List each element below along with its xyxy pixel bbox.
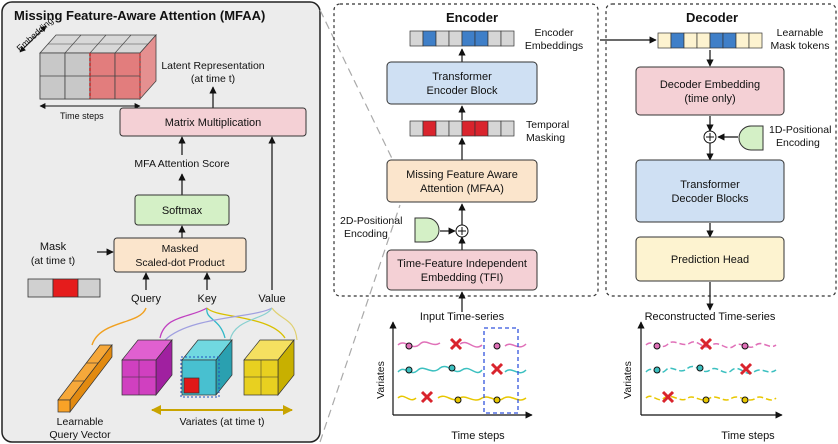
temporal-masking-label-1: Temporal	[526, 119, 569, 131]
learnable-query-vector	[57, 343, 113, 414]
reconstructed-time-steps-label: Time steps	[721, 430, 775, 442]
pos2d-label-2: Encoding	[344, 228, 388, 240]
reconstructed-series-pink	[645, 341, 777, 349]
latent-label-2: (at time t)	[191, 73, 235, 85]
input-variates-label: Variates	[375, 361, 387, 399]
matmul-box	[119, 107, 307, 137]
transformer-decoder-label-1: Transformer	[680, 179, 740, 191]
reconstructed-ts-label: Reconstructed Time-series	[645, 311, 776, 323]
pos2d-label-1: 2D-Positional	[340, 215, 402, 227]
transformer-encoder-box	[386, 61, 538, 105]
mfaa-box-label-1: Missing Feature Aware	[406, 169, 518, 181]
masked-label-2: Scaled-dot Product	[135, 257, 224, 269]
decoder-embedding-box	[635, 66, 785, 116]
decoder-embedding-label-2: (time only)	[684, 93, 735, 105]
tfi-label-2: Embedding (TFI)	[421, 272, 504, 284]
encoder-title: Encoder	[446, 10, 498, 25]
tfi-box	[386, 249, 538, 291]
temporal-mask-window	[483, 327, 519, 414]
mfaa-title: Missing Feature-Aware Attention (MFAA)	[14, 8, 265, 23]
reconstructed-series-yellow	[645, 395, 777, 401]
encoder-embeddings-tokens	[409, 30, 515, 47]
time-steps-label: Time steps	[60, 111, 104, 121]
input-missing-markers	[420, 337, 504, 404]
mfaa-box-label-2: Attention (MFAA)	[420, 183, 504, 195]
mask-tokens-label-2: Mask tokens	[771, 40, 830, 52]
prediction-head-box	[635, 236, 785, 282]
tfi-label-1: Time-Feature Independent	[397, 258, 527, 270]
transformer-encoder-label-1: Transformer	[432, 71, 492, 83]
mfaa-panel: Missing Feature-Aware Attention (MFAA) E…	[1, 1, 321, 443]
input-timeseries-plot: Input Time-series Variates Time steps	[375, 311, 533, 442]
value-label: Value	[258, 293, 285, 305]
positional-encoding-2d-icon	[414, 217, 440, 243]
mask-tokens-label-1: Learnable	[777, 27, 824, 39]
mask-label-2: (at time t)	[31, 255, 75, 267]
latent-label-1: Latent Representation	[161, 60, 264, 72]
key-tensor-magenta	[121, 339, 173, 396]
positional-encoding-1d-icon	[738, 125, 764, 151]
mask-vector	[27, 278, 101, 298]
decoder-title: Decoder	[686, 10, 738, 25]
query-label: Query	[131, 293, 161, 305]
transformer-decoder-box	[635, 159, 785, 223]
key-label: Key	[198, 293, 217, 305]
embedding-cube	[39, 33, 157, 101]
encoder-embeddings-label-2: Embeddings	[525, 40, 583, 52]
pos1d-label-1: 1D-Positional	[769, 124, 831, 136]
temporal-masking-label-2: Masking	[526, 132, 565, 144]
masked-label-1: Masked	[162, 243, 199, 255]
softmax-label: Softmax	[162, 205, 203, 217]
mask-tokens	[657, 32, 763, 49]
input-series-teal	[397, 365, 527, 374]
key-tensor-teal	[180, 339, 233, 398]
softmax-box	[134, 194, 230, 226]
learnable-label-1: Learnable	[57, 416, 104, 428]
input-series-yellow	[397, 395, 527, 401]
temporal-masking-tokens	[409, 120, 515, 137]
reconstructed-series-teal	[645, 365, 777, 375]
input-ts-label: Input Time-series	[420, 311, 505, 323]
learnable-label-2: Query Vector	[49, 429, 111, 441]
reconstructed-missing-markers	[661, 337, 753, 404]
key-tensor-yellow	[243, 339, 295, 396]
decoder-panel: Decoder Learnable Mask tokens Decoder Em…	[605, 3, 837, 311]
mfaa-box	[386, 159, 538, 203]
matmul-label: Matrix Multiplication	[165, 117, 262, 129]
mask-label-1: Mask	[40, 241, 67, 253]
reconstructed-variates-label: Variates	[622, 361, 634, 399]
input-time-steps-label: Time steps	[451, 430, 505, 442]
prediction-head-label: Prediction Head	[671, 254, 749, 266]
score-label: MFA Attention Score	[134, 158, 229, 170]
pos1d-label-2: Encoding	[776, 137, 820, 149]
variates-label: Variates (at time t)	[180, 416, 265, 428]
encoder-panel: Encoder Encoder Embeddings Transformer E…	[333, 3, 599, 312]
decoder-embedding-label-1: Decoder Embedding	[660, 79, 760, 91]
masked-dot-box	[113, 237, 247, 273]
reconstructed-timeseries-plot: Reconstructed Time-series Variates Time …	[622, 311, 783, 442]
input-series-pink	[397, 341, 527, 348]
transformer-encoder-label-2: Encoder Block	[427, 85, 498, 97]
transformer-decoder-label-2: Decoder Blocks	[671, 193, 749, 205]
encoder-embeddings-label-1: Encoder	[534, 27, 574, 39]
